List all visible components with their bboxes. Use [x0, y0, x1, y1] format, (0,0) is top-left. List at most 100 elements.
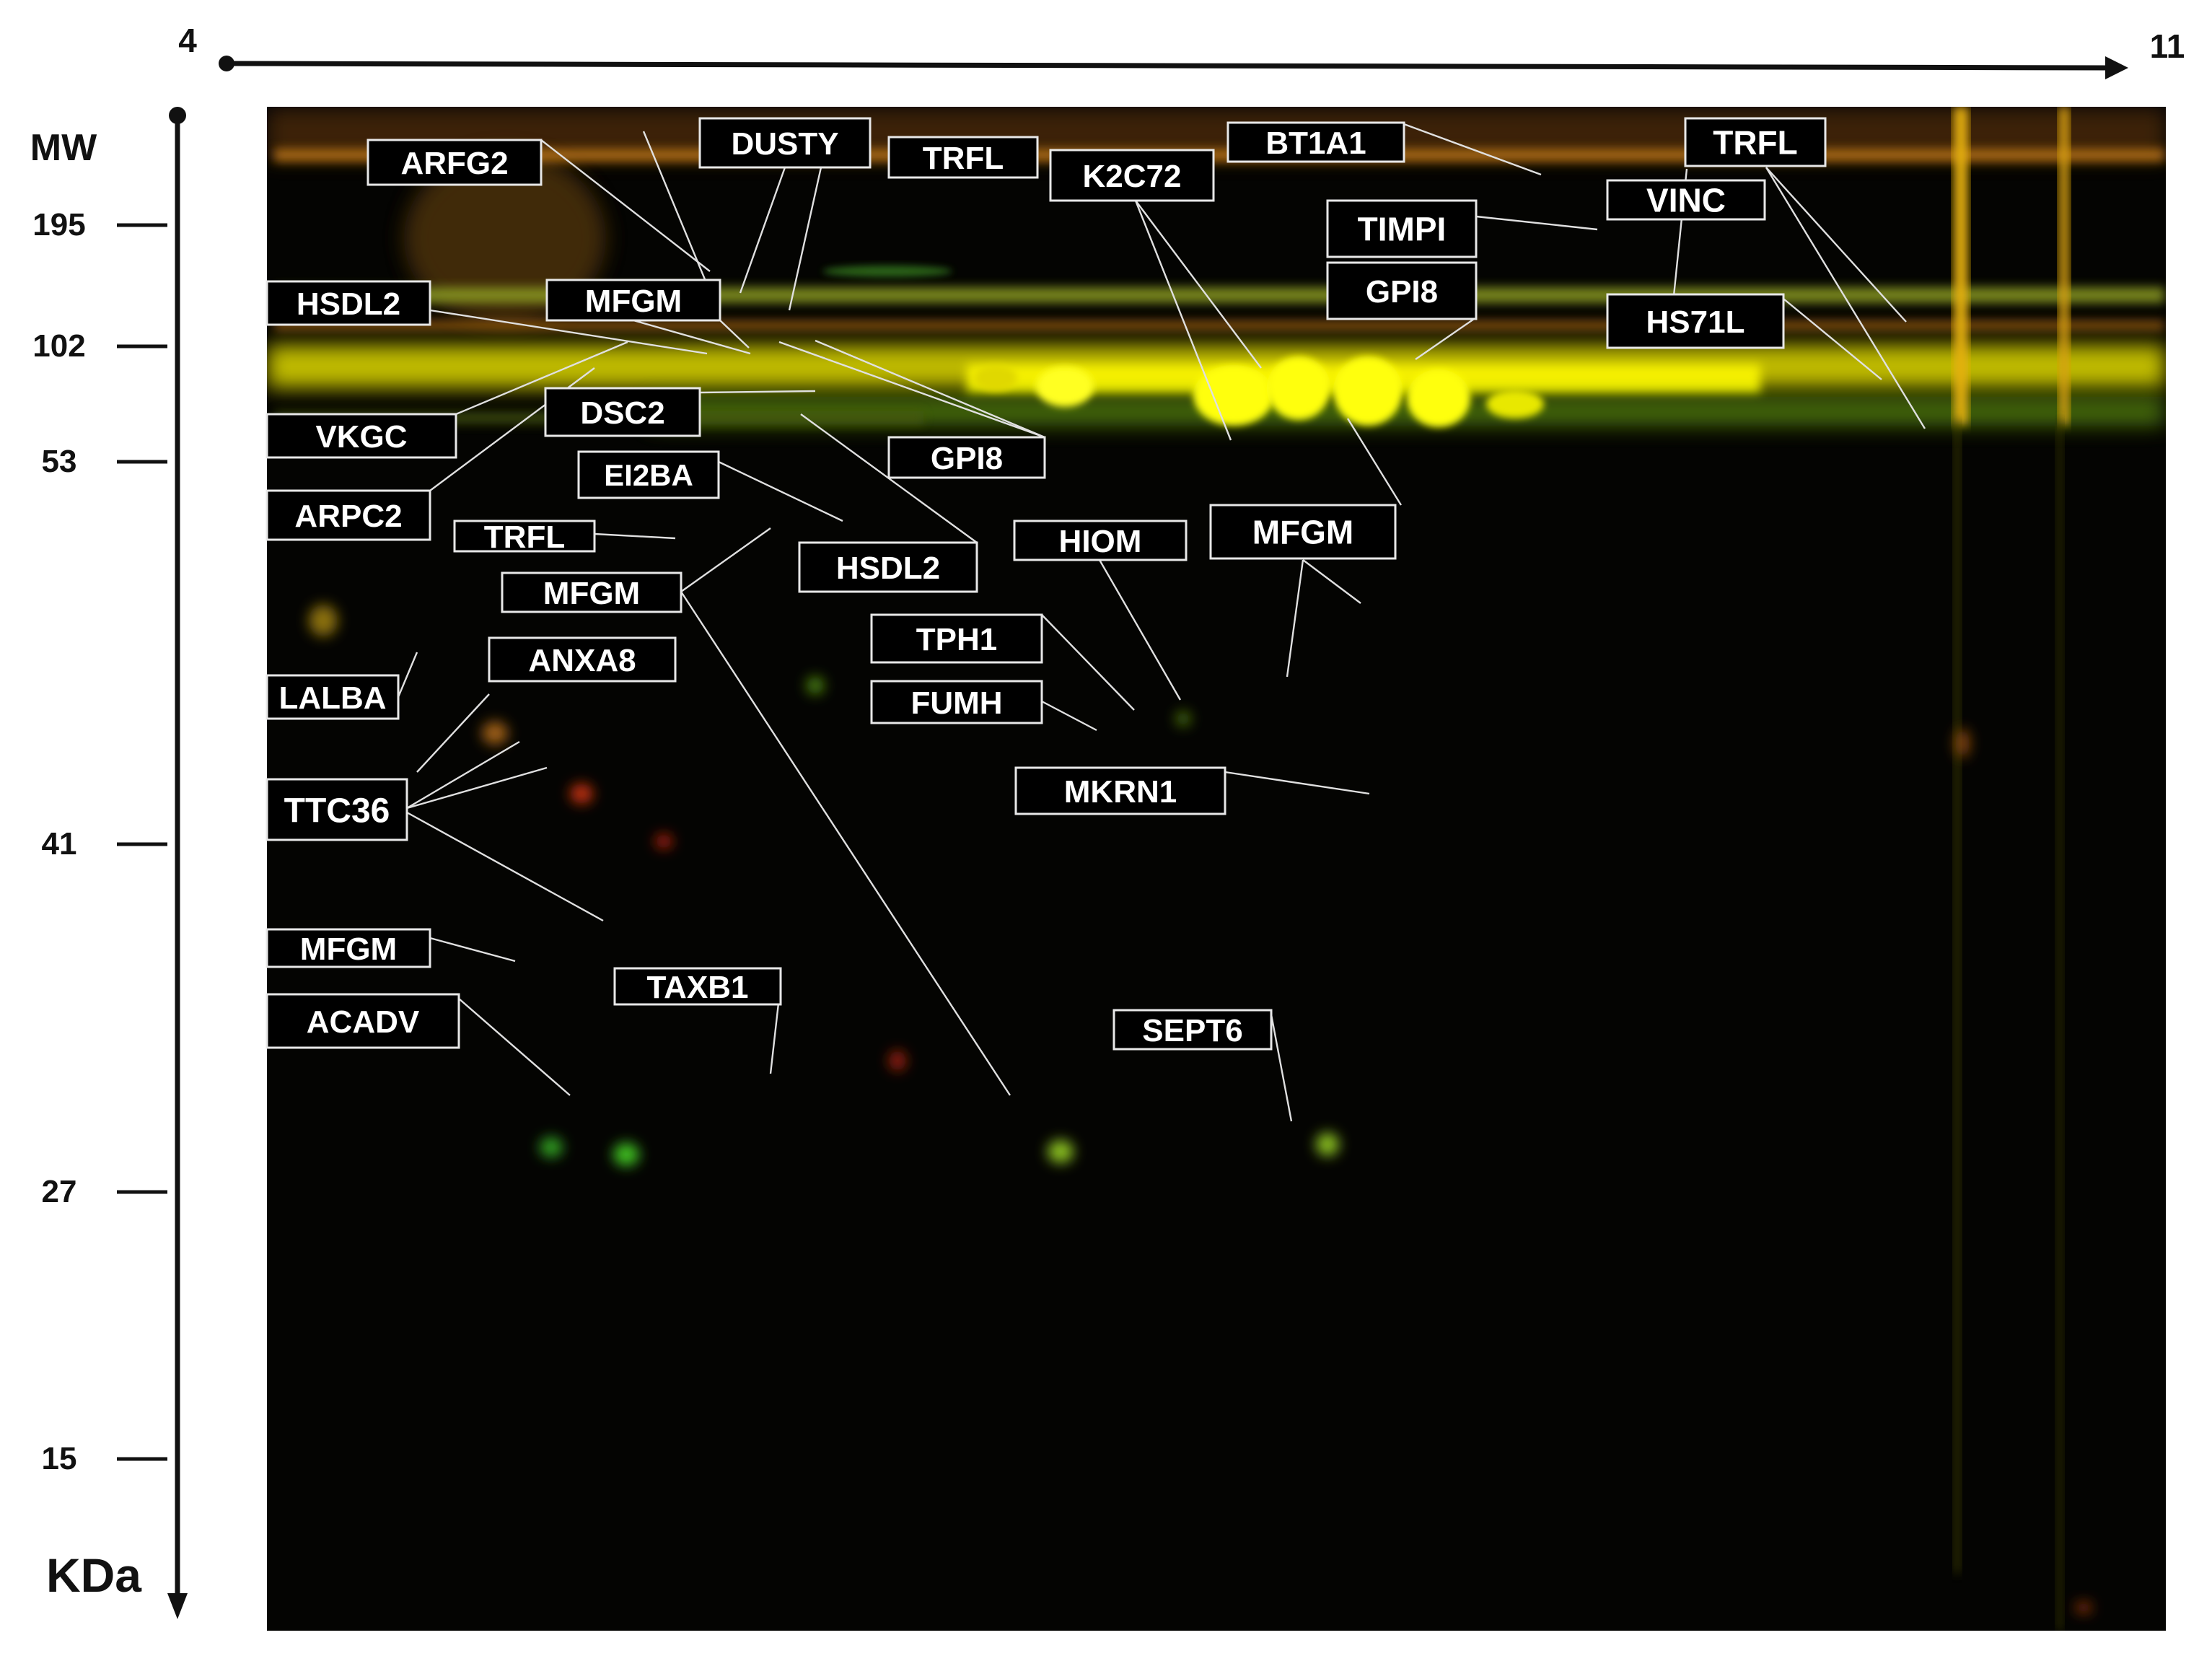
leader-line	[1302, 559, 1361, 604]
protein-label-anxa8: ANXA8	[488, 636, 677, 683]
protein-label-mfgm: MFGM	[1209, 504, 1397, 560]
gel-image	[267, 107, 2166, 1631]
protein-label-box	[1606, 179, 1766, 221]
protein-label-text: TRFL	[923, 141, 1004, 176]
gel-streak-right-3	[1954, 418, 1961, 1573]
protein-label-text: VKGC	[315, 419, 407, 455]
protein-label-box	[265, 928, 431, 968]
protein-label-text: MFGM	[543, 576, 640, 611]
gel-spot-orange-3	[1955, 729, 1970, 758]
leader-line	[633, 319, 751, 355]
protein-label-box	[544, 387, 701, 437]
gel-spot-main-5	[1407, 369, 1470, 427]
protein-label-box	[1326, 261, 1478, 320]
mw-tick-label: 27	[42, 1174, 77, 1209]
leader-line	[540, 139, 711, 272]
mw-axis-arrowhead	[167, 1593, 188, 1619]
protein-label-text: HIOM	[1059, 524, 1142, 559]
protein-label-box	[488, 636, 677, 683]
protein-label-text: EI2BA	[604, 458, 693, 492]
leader-lines	[397, 123, 1926, 1122]
mw-tick-label: 102	[32, 328, 85, 364]
protein-label-timpi: TIMPI	[1326, 199, 1478, 258]
protein-label-sept6: SEPT6	[1112, 1009, 1273, 1051]
gel-spot-red-3	[889, 1051, 906, 1071]
pi-axis: 4 11	[178, 22, 2185, 79]
protein-label-arfg2: ARFG2	[367, 139, 543, 186]
leader-line	[416, 693, 490, 773]
leader-line	[1286, 559, 1304, 678]
protein-label-box	[887, 436, 1046, 479]
leader-line	[406, 811, 604, 922]
protein-label-hs71l: HS71L	[1606, 293, 1785, 349]
leader-line	[719, 320, 750, 349]
protein-label-mfgm: MFGM	[545, 279, 721, 322]
leader-line	[1224, 771, 1370, 795]
protein-label-box	[1112, 1009, 1273, 1051]
protein-label-arpc2: ARPC2	[265, 489, 431, 541]
protein-label-box	[367, 139, 543, 186]
protein-label-box	[870, 613, 1043, 664]
leader-line	[1415, 317, 1477, 360]
gel-band-orange-2	[274, 320, 2164, 330]
leader-line	[699, 390, 816, 394]
protein-label-lalba: LALBA	[265, 674, 400, 720]
gel-spot-main-3	[1267, 356, 1330, 420]
protein-label-text: HSDL2	[297, 286, 400, 322]
protein-label-text: TRFL	[1713, 124, 1798, 162]
protein-label-text: TRFL	[484, 520, 565, 555]
gel-spot-main-7	[974, 365, 1017, 391]
gel-band-upper-orange	[274, 149, 2164, 162]
protein-label-text: ANXA8	[528, 643, 636, 678]
protein-label-box	[1049, 149, 1215, 202]
gel-spot-green-1	[1048, 1140, 1074, 1163]
gel-spot-green-6	[1176, 711, 1190, 726]
gel-spot-green-3	[613, 1143, 639, 1166]
protein-label-text: ARFG2	[400, 146, 508, 181]
protein-label-text: MFGM	[1252, 514, 1354, 551]
leader-line	[718, 460, 843, 522]
protein-label-hiom: HIOM	[1013, 520, 1188, 561]
leader-line	[1135, 200, 1262, 369]
gel-spot-green-4	[540, 1137, 563, 1157]
protein-label-box	[545, 279, 721, 322]
protein-label-text: TPH1	[916, 622, 997, 657]
protein-label-text: LALBA	[278, 680, 386, 716]
protein-label-box	[1226, 121, 1405, 163]
protein-label-box	[870, 680, 1043, 724]
protein-label-text: ARPC2	[294, 499, 402, 534]
protein-label-box	[265, 778, 408, 841]
leader-line	[458, 998, 571, 1096]
mw-tick-label: 41	[42, 826, 77, 862]
protein-label-tph1: TPH1	[870, 613, 1043, 664]
protein-label-box	[265, 489, 431, 541]
leader-line	[429, 309, 708, 355]
protein-label-box	[1013, 520, 1188, 561]
protein-label-box	[798, 541, 978, 593]
pi-axis-line	[226, 61, 2113, 71]
protein-label-text: GPI8	[931, 441, 1003, 476]
protein-label-taxb1: TAXB1	[613, 967, 782, 1006]
protein-label-mfgm: MFGM	[265, 928, 431, 968]
protein-label-mfgm: MFGM	[501, 571, 683, 613]
protein-label-box	[1326, 199, 1478, 258]
leader-line	[1765, 167, 1907, 323]
gel-spot-main-1	[1036, 367, 1094, 407]
protein-label-text: SEPT6	[1142, 1013, 1242, 1048]
protein-label-text: ACADV	[307, 1004, 420, 1040]
protein-label-text: HS71L	[1646, 304, 1745, 340]
mw-unit-label: KDa	[46, 1548, 142, 1602]
pi-axis-arrowhead	[2105, 56, 2128, 79]
leader-line	[455, 341, 628, 416]
leader-line	[406, 740, 520, 810]
protein-label-mkrn1: MKRN1	[1014, 766, 1226, 815]
leader-line	[815, 339, 1045, 439]
protein-label-trfl: TRFL	[1684, 117, 1827, 167]
protein-label-box	[1606, 293, 1785, 349]
gel-spot-main-4	[1333, 356, 1403, 426]
gel-spot-main-2	[1193, 365, 1274, 426]
leader-line	[1346, 418, 1403, 506]
gel-spot-orange-1	[482, 722, 508, 745]
